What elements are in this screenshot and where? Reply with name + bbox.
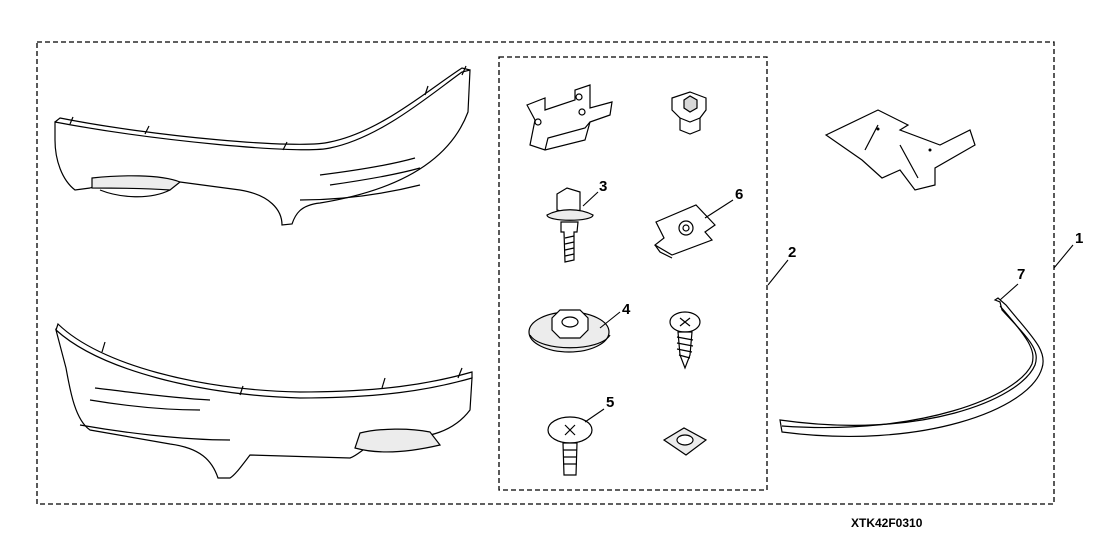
square-washer-icon (662, 427, 708, 456)
mounting-bracket-icon (526, 84, 613, 151)
svg-text:7: 7 (1017, 266, 1025, 283)
callout-7: 7 (999, 266, 1025, 301)
hardware-bag-boundary (498, 56, 768, 491)
flange-nut-icon (528, 309, 611, 353)
callout-4: 4 (599, 301, 631, 329)
callout-2: 2 (767, 244, 796, 286)
tapping-screw-icon (669, 311, 701, 370)
part-code-label: XTK42F0310 (851, 516, 923, 530)
callout-6: 6 (704, 186, 743, 219)
svg-text:4: 4 (622, 301, 631, 318)
kit-boundary-outer (36, 41, 1055, 505)
push-clip-icon (547, 416, 593, 476)
callout-1: 1 (1053, 230, 1083, 269)
installation-template-icon (824, 109, 976, 191)
svg-text:3: 3 (599, 178, 607, 195)
svg-text:1: 1 (1075, 230, 1083, 247)
svg-text:6: 6 (735, 186, 743, 203)
clip-grommet-icon (671, 91, 707, 135)
svg-text:2: 2 (788, 244, 796, 261)
rear-spoiler-lower-view (54, 322, 473, 479)
svg-text:5: 5 (606, 394, 614, 411)
rear-spoiler-upper-view (54, 65, 471, 226)
flange-bolt-icon (546, 187, 594, 263)
callout-5: 5 (584, 394, 614, 423)
edge-trim-icon (779, 297, 1044, 438)
speed-nut-icon (653, 204, 716, 259)
callout-3: 3 (582, 178, 607, 207)
